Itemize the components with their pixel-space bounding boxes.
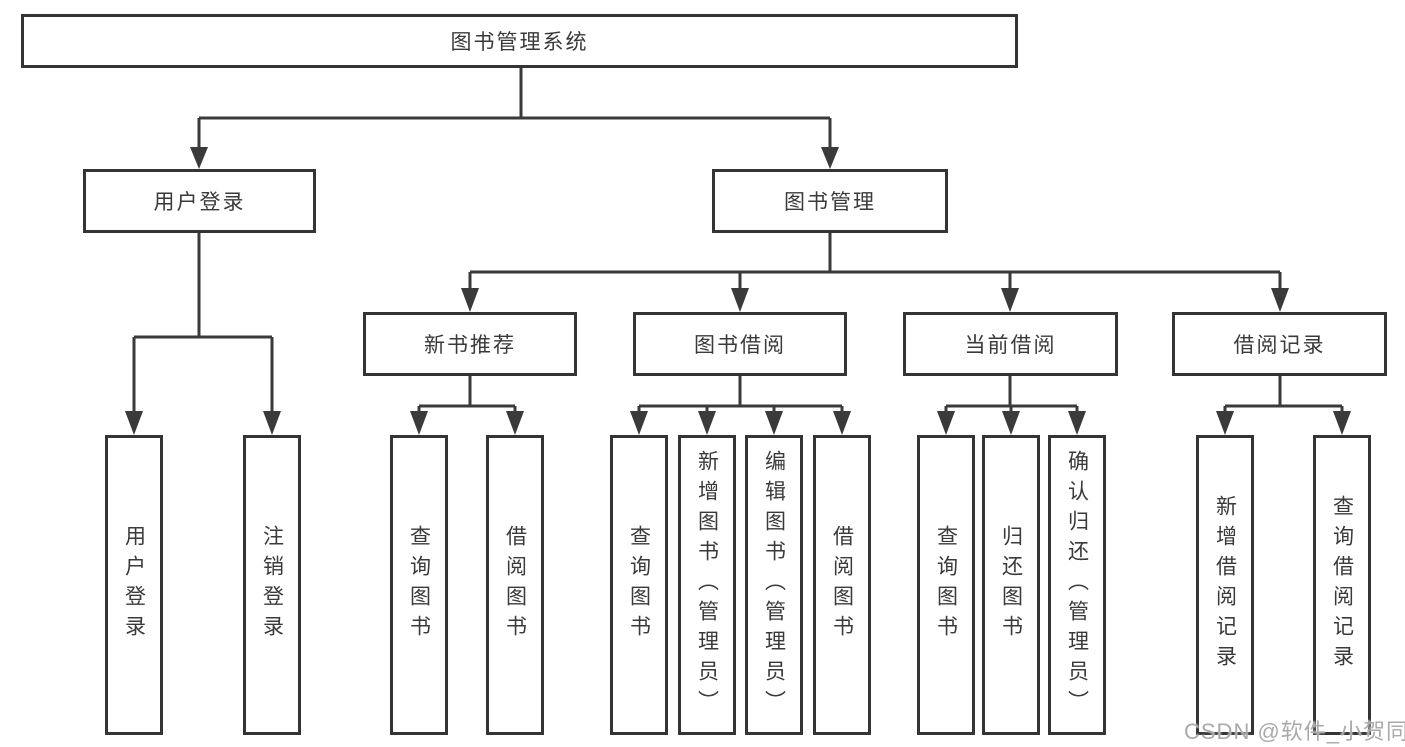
leaf-bb-query-books: 查询图书	[610, 435, 668, 735]
node-borrow-records-label: 借阅记录	[1233, 334, 1326, 357]
node-book-management: 图书管理	[712, 169, 948, 233]
leaf-bb-borrow-books-label: 借阅图书	[830, 525, 854, 645]
leaf-user-login: 用户登录	[105, 435, 163, 735]
leaf-user-login-label: 用户登录	[122, 525, 146, 645]
leaf-bb-add-books-label: 新增图书（管理员）	[695, 450, 719, 720]
leaf-logout-label: 注销登录	[260, 525, 284, 645]
leaf-bb-borrow-books: 借阅图书	[813, 435, 871, 735]
leaf-bb-edit-books-label: 编辑图书（管理员）	[762, 450, 786, 720]
leaf-bb-edit-books: 编辑图书（管理员）	[745, 435, 803, 735]
node-book-borrow-label: 图书借阅	[694, 334, 786, 357]
node-current-borrow-label: 当前借阅	[964, 334, 1057, 357]
node-borrow-records: 借阅记录	[1172, 312, 1387, 376]
connector-root-to-children	[190, 68, 839, 169]
leaf-cb-return-books: 归还图书	[982, 435, 1040, 735]
leaf-br-query-record-label: 查询借阅记录	[1330, 495, 1354, 675]
leaf-cb-query-books-label: 查询图书	[934, 525, 958, 645]
connector-borrow-records-to-children	[1216, 376, 1351, 435]
connector-book-borrow-to-children	[630, 376, 851, 435]
leaf-cb-confirm-return: 确认归还（管理员）	[1048, 435, 1106, 735]
leaf-br-add-record-label: 新增借阅记录	[1213, 495, 1237, 675]
node-root: 图书管理系统	[21, 14, 1018, 68]
connector-book-management-to-children	[461, 233, 1289, 312]
leaf-br-add-record: 新增借阅记录	[1196, 435, 1254, 735]
leaf-bb-query-books-label: 查询图书	[627, 525, 651, 645]
leaf-nb-borrow-books: 借阅图书	[486, 435, 544, 735]
node-book-borrow: 图书借阅	[633, 312, 847, 376]
leaf-nb-query-books-label: 查询图书	[407, 525, 431, 645]
leaf-cb-confirm-return-label: 确认归还（管理员）	[1065, 450, 1089, 720]
connector-current-borrow-to-children	[937, 376, 1086, 435]
node-user-login: 用户登录	[83, 169, 316, 233]
leaf-cb-query-books: 查询图书	[917, 435, 975, 735]
leaf-logout: 注销登录	[243, 435, 301, 735]
csdn-watermark: CSDN @软件_小贺同学	[1184, 719, 1405, 744]
leaf-nb-borrow-books-label: 借阅图书	[503, 525, 527, 645]
node-new-book-recommend: 新书推荐	[363, 312, 577, 376]
node-book-management-label: 图书管理	[784, 191, 876, 214]
node-root-label: 图书管理系统	[450, 31, 589, 54]
leaf-cb-return-books-label: 归还图书	[999, 525, 1023, 645]
leaf-bb-add-books: 新增图书（管理员）	[678, 435, 736, 735]
connector-user-login-to-children	[125, 233, 281, 435]
leaf-nb-query-books: 查询图书	[390, 435, 448, 735]
node-new-book-recommend-label: 新书推荐	[424, 334, 516, 357]
leaf-br-query-record: 查询借阅记录	[1313, 435, 1371, 735]
node-current-borrow: 当前借阅	[903, 312, 1118, 376]
node-user-login-label: 用户登录	[153, 191, 246, 214]
connector-new-book-recommend-to-children	[410, 376, 524, 435]
